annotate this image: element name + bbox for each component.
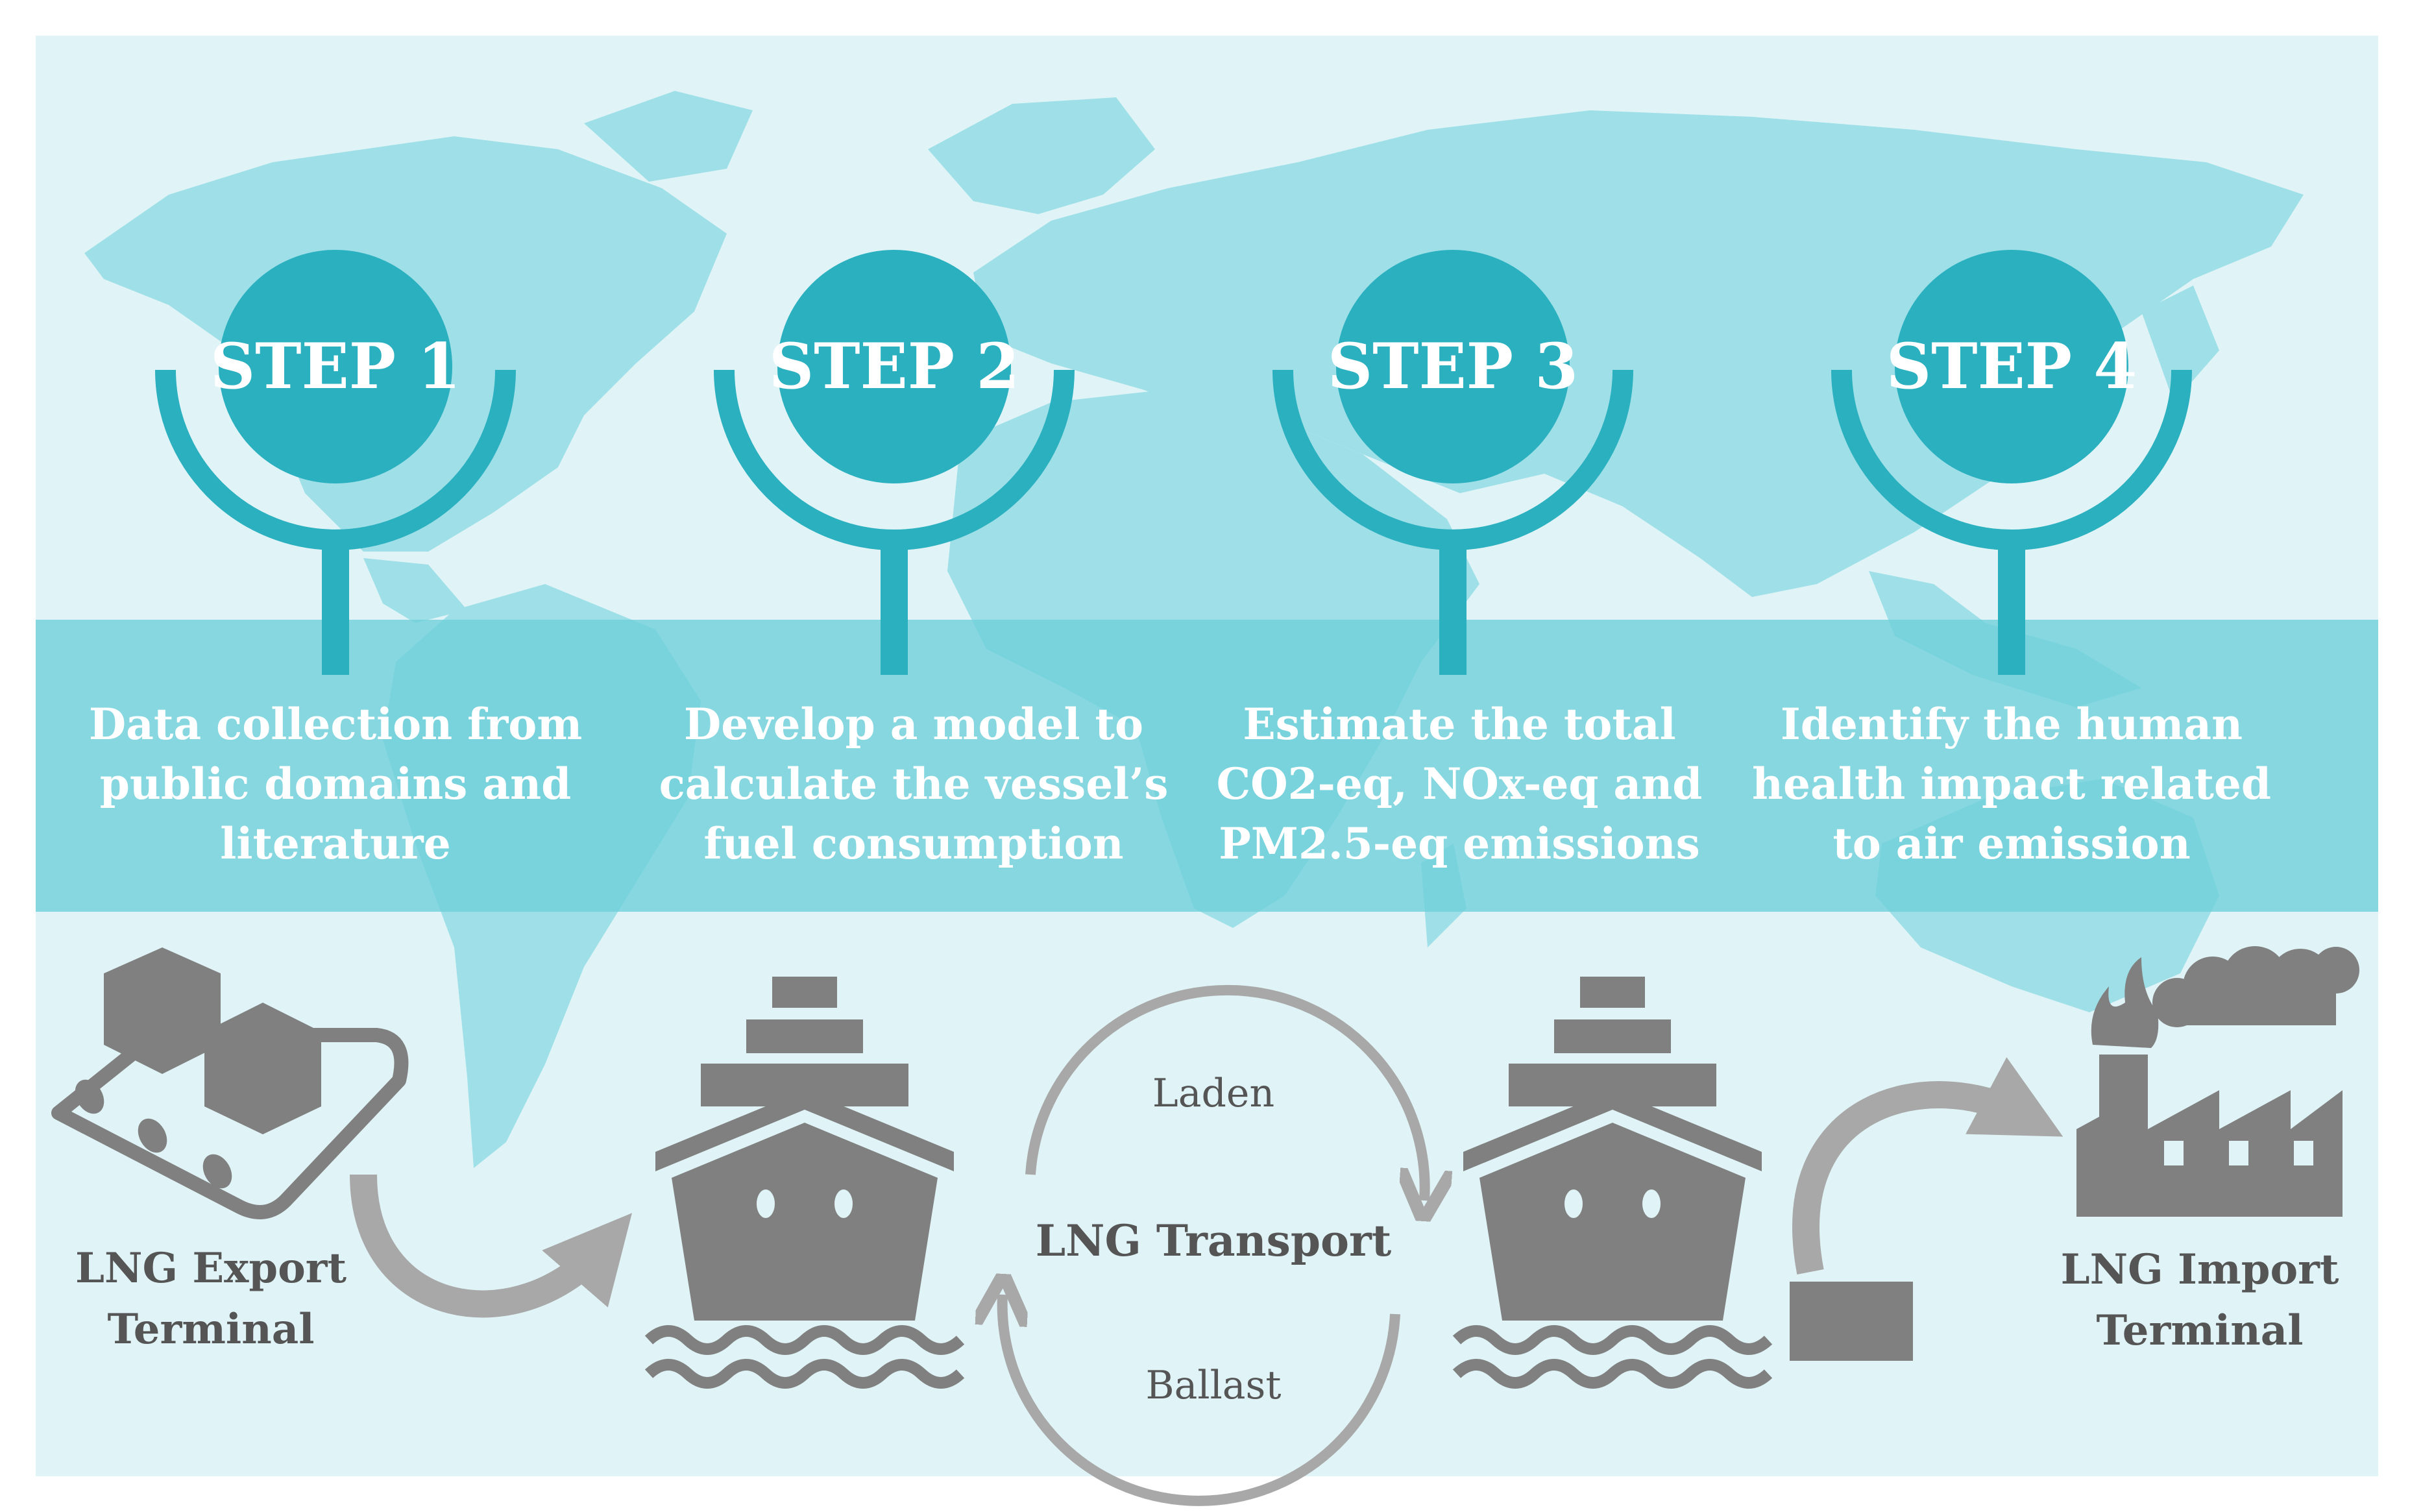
laden-arrow	[1025, 984, 1425, 1201]
laden-label: Laden	[1152, 1071, 1275, 1116]
step-3-desc-line: PM2.5-eq emissions	[1219, 818, 1700, 869]
step-1-desc-line: literature	[220, 818, 451, 869]
step-2-label: STEP 2	[768, 330, 1020, 403]
step-3-desc-line: Estimate the total	[1243, 699, 1676, 750]
step-2-desc-line: calculate the vessel’s	[659, 759, 1169, 809]
export-terminal-line: LNG Export	[75, 1244, 347, 1293]
factory-icon	[2076, 946, 2359, 1217]
lng-transport-label: LNG Transport	[1035, 1215, 1392, 1266]
step-2-desc-line: fuel consumption	[703, 818, 1124, 869]
ballast-arrow	[1003, 1295, 1400, 1506]
step-2-desc-line: Develop a model to	[683, 699, 1144, 750]
step-4-label: STEP 4	[1886, 330, 2137, 403]
export-to-ship-arrow	[350, 1174, 633, 1318]
step-4-desc-line: to air emission	[1832, 818, 2191, 869]
step-2-description: Develop a model to calculate the vessel’…	[654, 694, 1173, 873]
cargo-box-icon	[1790, 1282, 1913, 1361]
export-terminal-label: LNG Export Terminal	[42, 1238, 380, 1360]
step-4-description: Identify the human health impact related…	[1752, 694, 2271, 873]
import-terminal-line: Terminal	[2096, 1306, 2304, 1355]
step-1-desc-line: Data collection from	[88, 699, 583, 750]
step-4-desc-line: Identify the human	[1780, 699, 2243, 750]
import-terminal-line: LNG Import	[2060, 1245, 2339, 1294]
import-terminal-label: LNG Import Terminal	[2031, 1239, 2368, 1361]
step-1-description: Data collection from public domains and …	[76, 694, 595, 873]
conveyor-boxes-icon	[51, 947, 409, 1219]
box-to-factory-arrow	[1792, 1057, 2063, 1274]
ballast-label: Ballast	[1145, 1363, 1282, 1408]
step-3-desc-line: CO2-eq, NOx-eq and	[1216, 759, 1703, 809]
step-3-label: STEP 3	[1327, 330, 1579, 403]
step-3-icon	[1272, 250, 1633, 675]
step-1-label: STEP 1	[210, 330, 461, 403]
step-2-icon	[714, 250, 1075, 675]
step-3-description: Estimate the total CO2-eq, NOx-eq and PM…	[1200, 694, 1719, 873]
export-terminal-line: Terminal	[107, 1305, 315, 1354]
step-1-desc-line: public domains and	[99, 759, 572, 809]
step-1-icon	[155, 250, 516, 675]
step-4-icon	[1831, 250, 2192, 675]
step-4-desc-line: health impact related	[1752, 759, 2271, 809]
step-description-band	[36, 620, 2378, 912]
